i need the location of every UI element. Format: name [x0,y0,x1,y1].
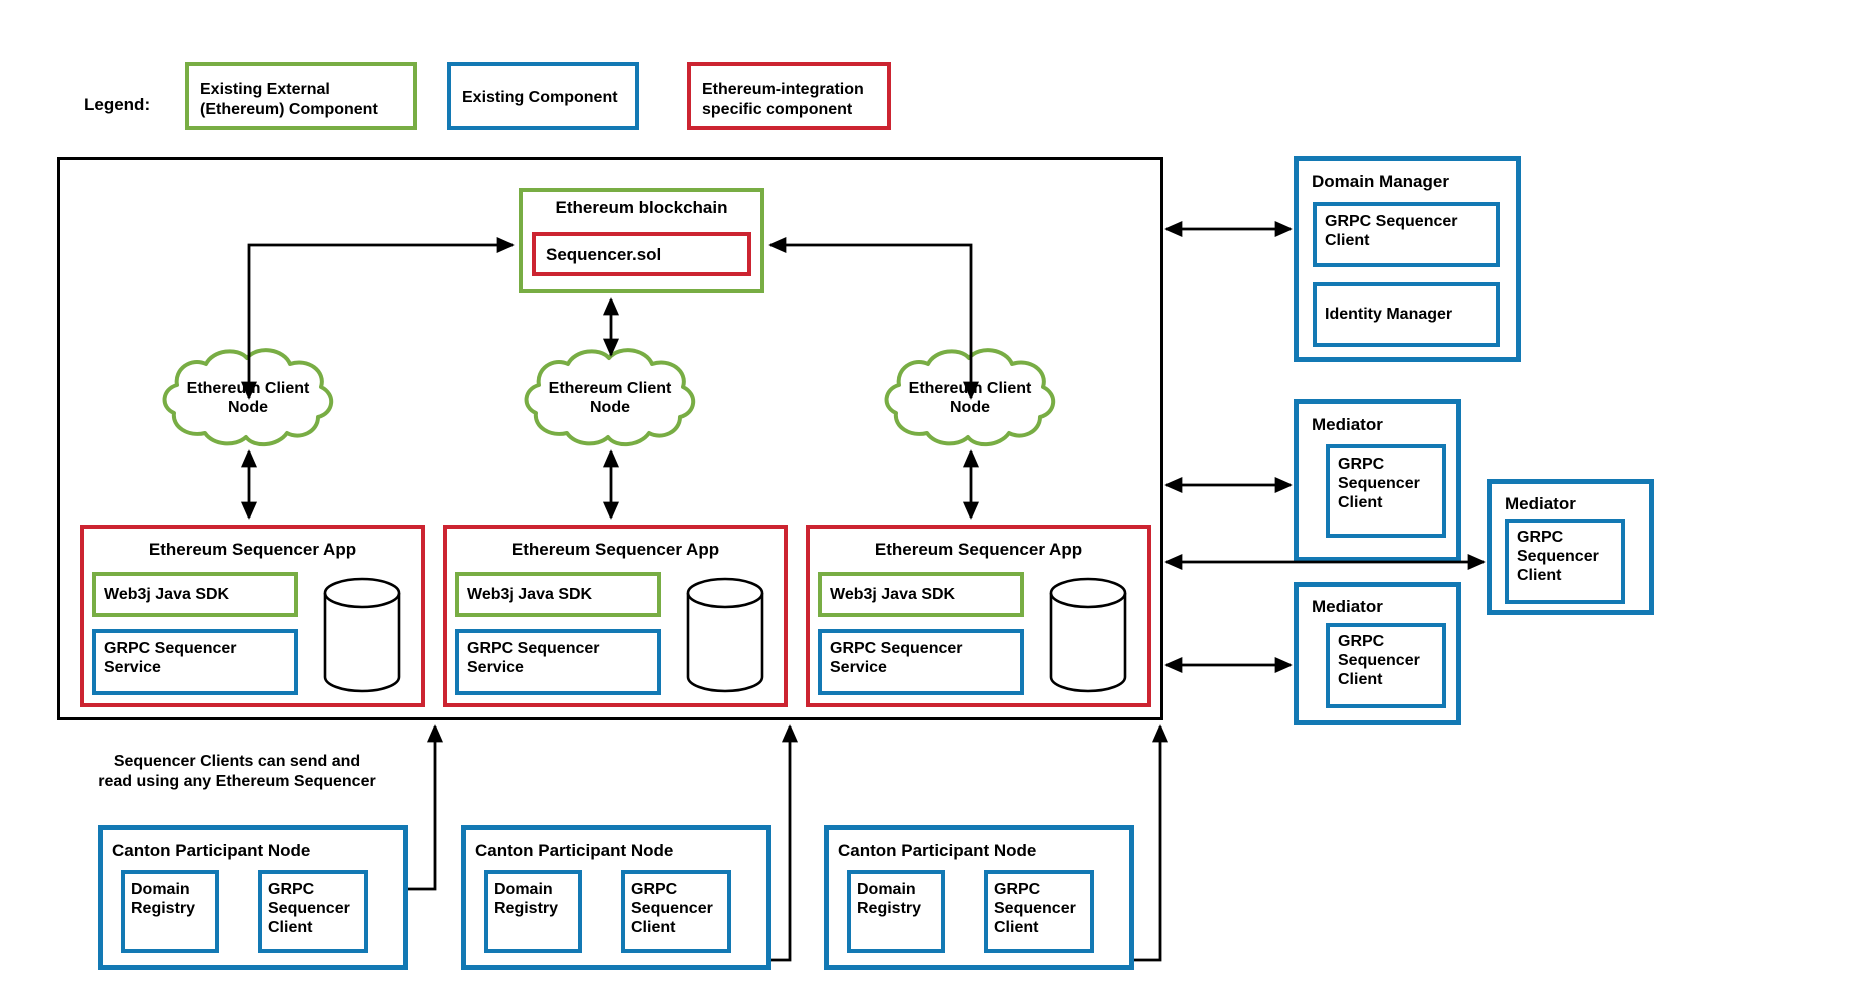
grpc-sequencer-service-1 [92,629,298,695]
database-cylinder-icon [686,577,764,693]
domain-manager-identity-manager [1313,282,1500,347]
database-cylinder-icon [323,577,401,693]
participant-node-title: Canton Participant Node [838,841,1037,860]
grpc-sequencer-service-3 [818,629,1024,695]
mediator-title: Mediator [1505,494,1576,513]
arrow-participant3-to-container [1134,724,1169,962]
web3j-java-sdk-label: Web3j Java SDK [467,586,593,603]
participant-grpc-client-label: GRPC Sequencer Client [994,881,1076,937]
participant-node-title: Canton Participant Node [475,841,674,860]
domain-manager-grpc-sequencer-client [1313,202,1500,267]
sequencer-app-title: Ethereum Sequencer App [511,540,720,559]
participant-node-title: Canton Participant Node [112,841,311,860]
web3j-java-sdk-1 [92,572,298,617]
domain-registry-2 [484,870,582,953]
participant-grpc-sequencer-client-3 [984,870,1094,953]
sequencer-clients-note: Sequencer Clients can send and read usin… [98,753,376,790]
domain-registry-label: Domain Registry [131,881,196,918]
arrow-participant1-to-container [408,724,444,891]
cloud-shape-icon [162,348,334,446]
mediator-grpc-client-label: GRPC Sequencer Client [1338,456,1420,512]
domain-manager-title: Domain Manager [1312,172,1449,191]
ethereum-client-node-1: Ethereum Client Node [158,345,338,450]
web3j-java-sdk-label: Web3j Java SDK [104,586,230,603]
mediator-grpc-client-label: GRPC Sequencer Client [1517,529,1599,585]
cloud-shape-icon [884,348,1056,446]
participant-grpc-sequencer-client-1 [258,870,368,953]
grpc-sequencer-service-label: GRPC Sequencer Service [830,640,963,676]
sequencer-sol-label: Sequencer.sol [546,245,662,264]
participant-grpc-client-label: GRPC Sequencer Client [268,881,350,937]
ethereum-blockchain-title: Ethereum blockchain [555,198,728,217]
identity-manager-label: Identity Manager [1325,306,1453,323]
mediator-title: Mediator [1312,415,1383,434]
sequencer-store-1 [322,576,402,699]
mediator-grpc-sequencer-client-3 [1326,623,1446,708]
sequencer-store-3 [1048,576,1128,699]
web3j-java-sdk-label: Web3j Java SDK [830,586,956,603]
domain-registry-label: Domain Registry [494,881,559,918]
sequencer-app-title: Ethereum Sequencer App [874,540,1083,559]
mediator-grpc-sequencer-client-2 [1505,519,1625,604]
sequencer-sol-box [532,232,751,276]
domain-registry-3 [847,870,945,953]
legend-label-existing-component: Existing Component [462,89,618,106]
legend-title: Legend: [84,95,151,114]
ethereum-client-node-3: Ethereum Client Node [880,345,1060,450]
legend-label-existing-external: Existing External (Ethereum) Component [200,81,378,118]
mediator-grpc-sequencer-client-1 [1326,444,1446,538]
legend-swatch-existing-component [447,62,639,130]
sequencer-store-2 [685,576,765,699]
grpc-sequencer-service-label: GRPC Sequencer Service [104,640,237,676]
sequencer-app-title: Ethereum Sequencer App [148,540,357,559]
web3j-java-sdk-3 [818,572,1024,617]
mediator-grpc-client-label: GRPC Sequencer Client [1338,633,1420,689]
grpc-sequencer-service-2 [455,629,661,695]
domain-manager-grpc-client-label: GRPC Sequencer Client [1325,213,1458,250]
domain-registry-label: Domain Registry [857,881,922,918]
arrow-participant2-to-container [771,724,799,962]
participant-grpc-client-label: GRPC Sequencer Client [631,881,713,937]
legend-swatch-ethereum-specific [687,62,891,130]
mediator-title: Mediator [1312,597,1383,616]
legend-label-ethereum-specific: Ethereum-integration specific component [702,81,864,118]
domain-registry-1 [121,870,219,953]
database-cylinder-icon [1049,577,1127,693]
ethereum-client-node-2: Ethereum Client Node [520,345,700,450]
legend-swatch-existing-external [185,62,417,130]
grpc-sequencer-service-label: GRPC Sequencer Service [467,640,600,676]
cloud-shape-icon [524,348,696,446]
participant-grpc-sequencer-client-2 [621,870,731,953]
web3j-java-sdk-2 [455,572,661,617]
